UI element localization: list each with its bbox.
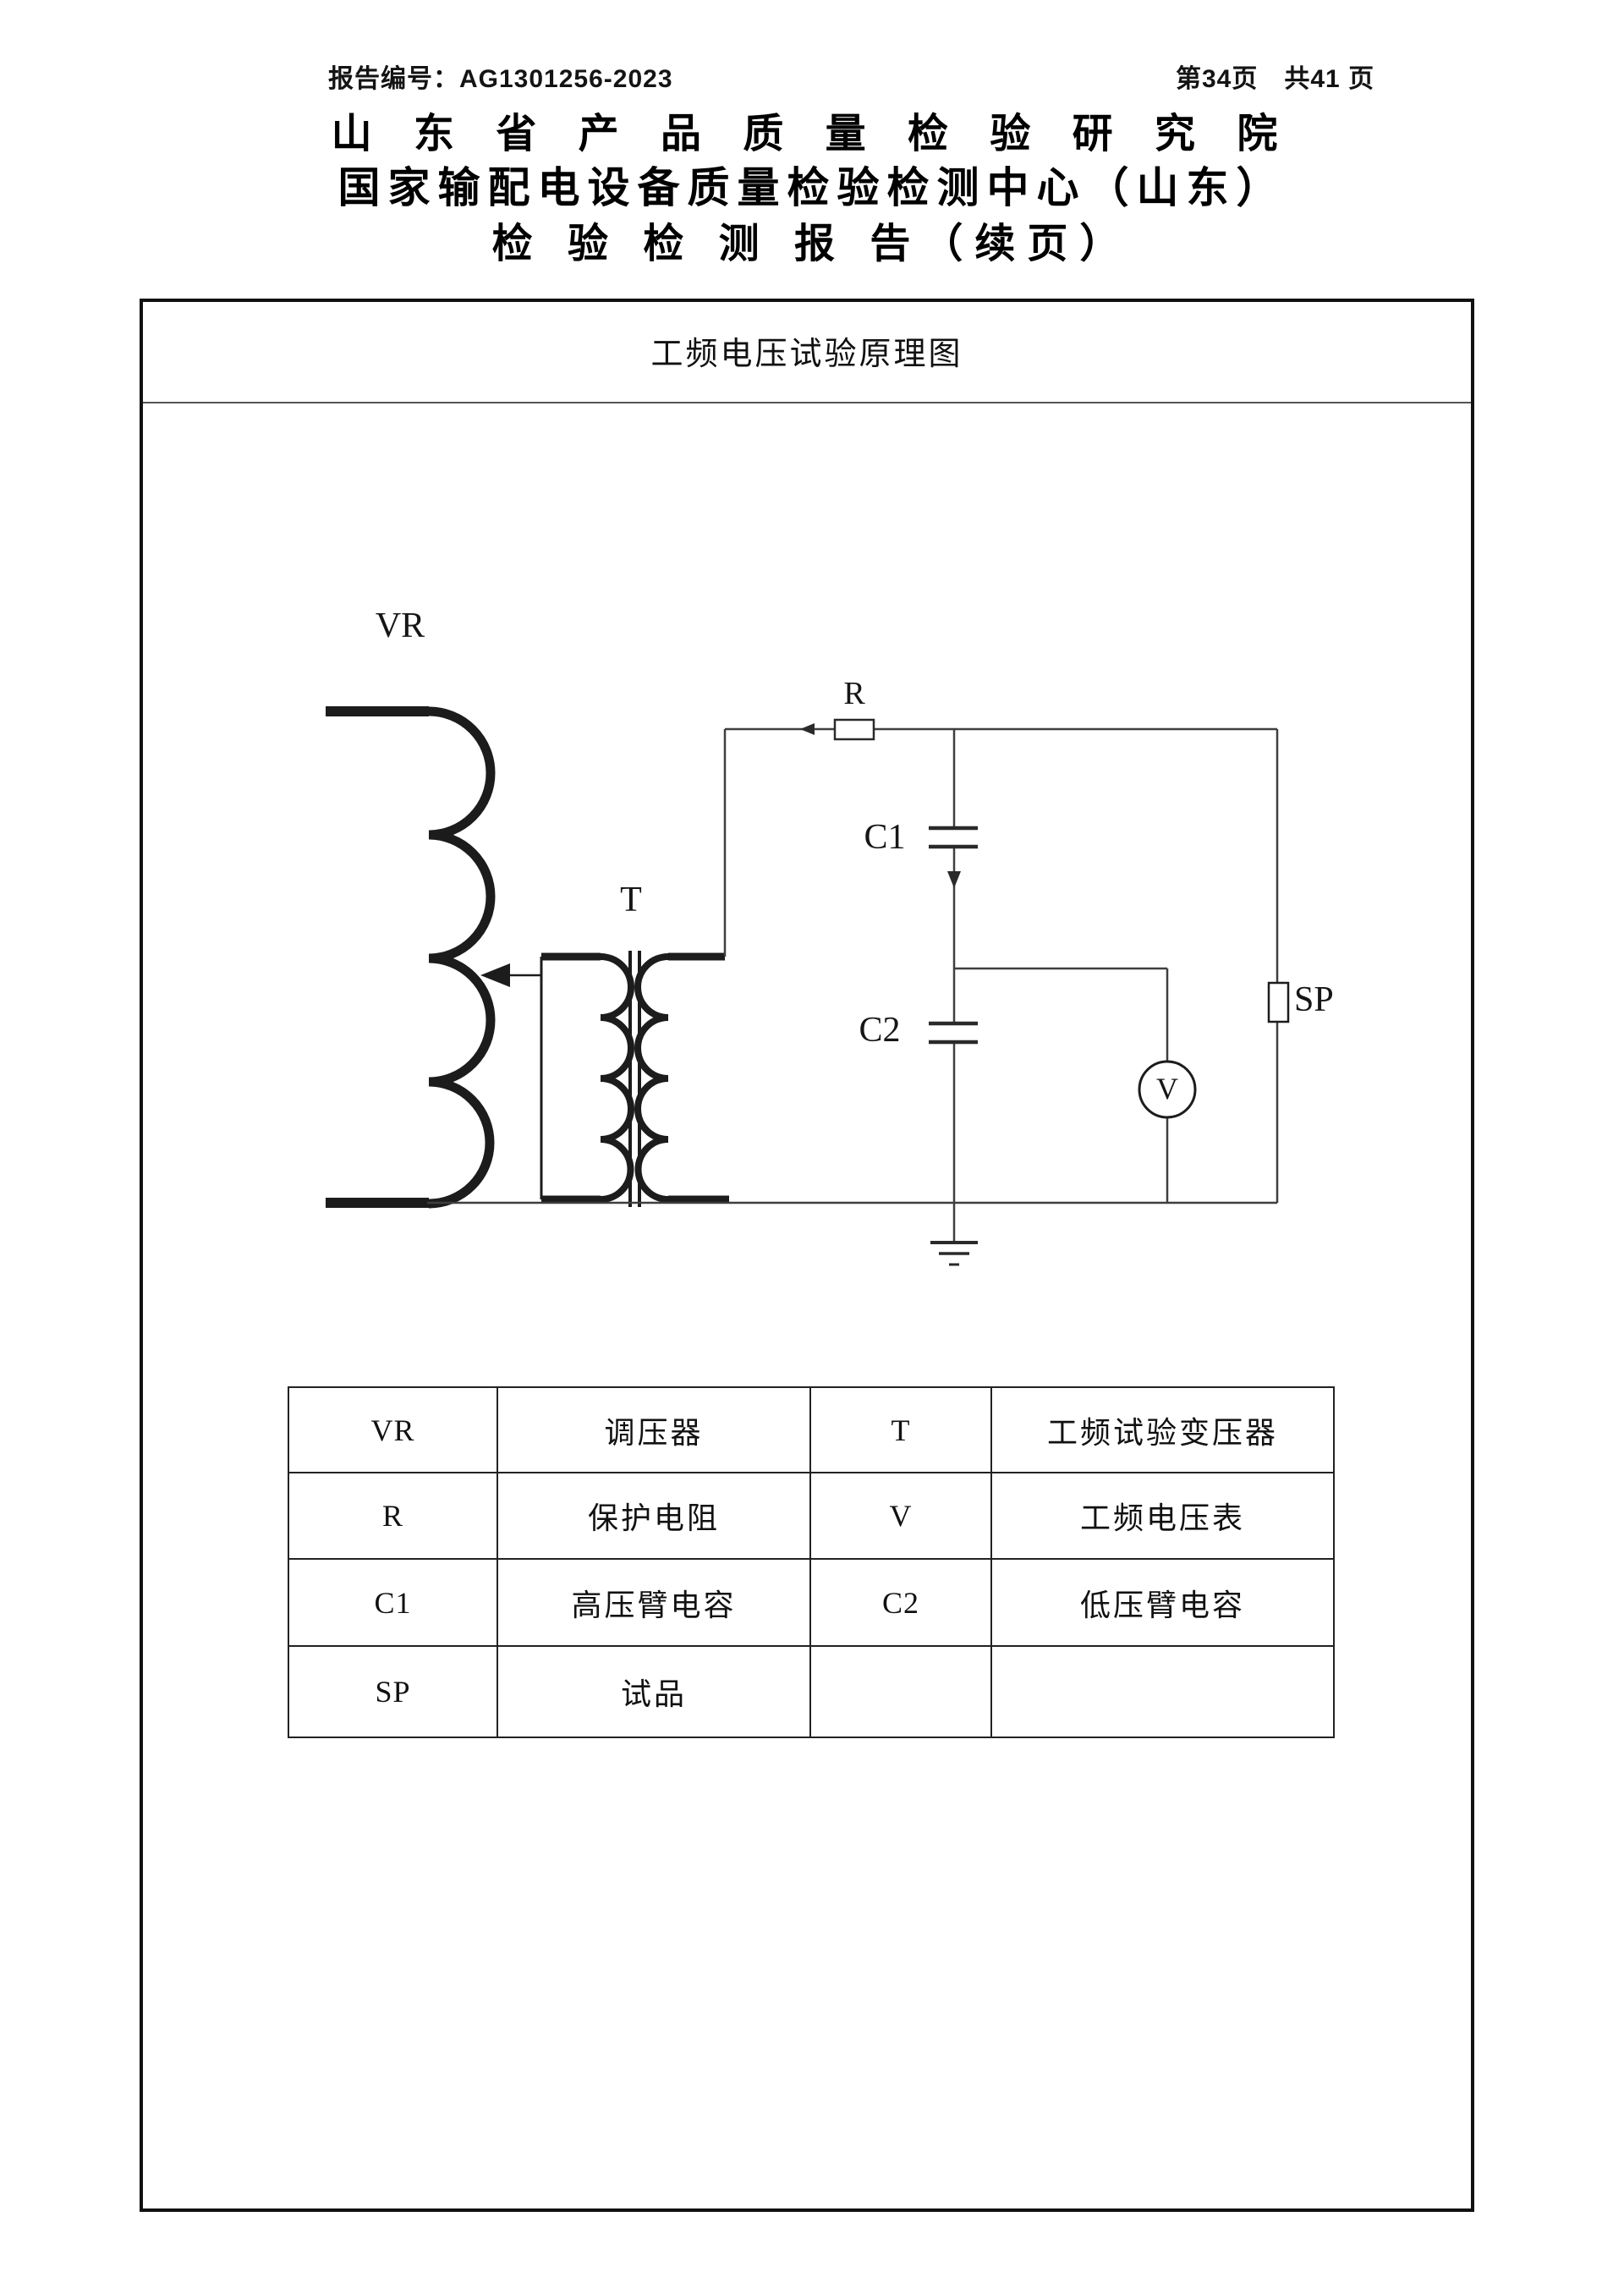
c1-label: C1 bbox=[864, 818, 906, 857]
table-row: SP 试品 bbox=[288, 1645, 1335, 1738]
transformer-primary-winding bbox=[600, 953, 634, 1203]
t-label: T bbox=[620, 881, 642, 919]
resistor-r-symbol bbox=[833, 718, 875, 741]
legend-desc: 保护电阻 bbox=[497, 1472, 811, 1560]
legend-desc: 低压臂电容 bbox=[990, 1558, 1335, 1647]
report-title-line: 检 验 检 测 报 告（续页） bbox=[491, 222, 1133, 266]
vr-tap-arrow bbox=[480, 963, 541, 987]
ground-symbol bbox=[930, 1241, 978, 1266]
table-row: R 保护电阻 V 工频电压表 bbox=[288, 1472, 1335, 1560]
title-separator-line bbox=[143, 402, 1471, 403]
legend-desc: 高压臂电容 bbox=[497, 1558, 811, 1647]
voltmeter-letter: V bbox=[1156, 1072, 1178, 1106]
capacitor-c2-symbol bbox=[929, 1021, 978, 1045]
legend-desc: 工频试验变压器 bbox=[990, 1386, 1335, 1473]
legend-symbol: R bbox=[288, 1472, 498, 1560]
table-row: VR 调压器 T 工频试验变压器 bbox=[288, 1386, 1335, 1473]
vr-variac-symbol bbox=[326, 706, 496, 1209]
legend-symbol: C1 bbox=[288, 1558, 498, 1647]
report-number-value: AG1301256-2023 bbox=[459, 65, 673, 93]
content-frame bbox=[140, 299, 1474, 2212]
specimen-sp-symbol bbox=[1267, 981, 1290, 1023]
report-number-line: 报告编号：AG1301256-2023 bbox=[328, 58, 673, 95]
legend-desc: 调压器 bbox=[497, 1386, 811, 1473]
legend-symbol: SP bbox=[288, 1645, 498, 1738]
transformer-t-symbol bbox=[540, 951, 729, 1207]
r-label: R bbox=[843, 676, 865, 711]
org-title-line2: 国家输配电设备质量检验检测中心（山东） bbox=[337, 164, 1287, 211]
legend-symbol: VR bbox=[288, 1386, 498, 1473]
legend-desc: 工频电压表 bbox=[990, 1472, 1335, 1560]
org-title-line1: 山 东 省 产 品 质 量 检 验 研 究 院 bbox=[331, 112, 1293, 156]
c2-label: C2 bbox=[859, 1011, 901, 1050]
legend-table: VR 调压器 T 工频试验变压器 R 保护电阻 V 工频电压表 C1 高压臂电容… bbox=[288, 1386, 1335, 1738]
current-arrow bbox=[947, 871, 961, 888]
legend-symbol: V bbox=[809, 1472, 992, 1560]
table-row: C1 高压臂电容 C2 低压臂电容 bbox=[288, 1558, 1335, 1647]
current-arrow bbox=[800, 723, 815, 735]
capacitor-c1-symbol bbox=[929, 826, 978, 849]
legend-desc: 试品 bbox=[497, 1645, 811, 1738]
vr-label: VR bbox=[375, 606, 425, 645]
legend-symbol: C2 bbox=[809, 1558, 992, 1647]
legend-symbol: T bbox=[809, 1386, 992, 1473]
diagram-title-band: 工频电压试验原理图 bbox=[140, 299, 1474, 402]
transformer-secondary-winding bbox=[634, 953, 669, 1203]
page-indicator: 第34页 共41 页 bbox=[1176, 65, 1375, 93]
legend-desc bbox=[990, 1645, 1335, 1738]
voltmeter-v-symbol bbox=[1138, 1060, 1197, 1119]
legend-symbol bbox=[809, 1645, 992, 1738]
diagram-title: 工频电压试验原理图 bbox=[650, 336, 963, 372]
sp-label: SP bbox=[1294, 980, 1334, 1019]
report-number-label: 报告编号： bbox=[328, 65, 459, 93]
circuit-wiring bbox=[427, 727, 1279, 1242]
